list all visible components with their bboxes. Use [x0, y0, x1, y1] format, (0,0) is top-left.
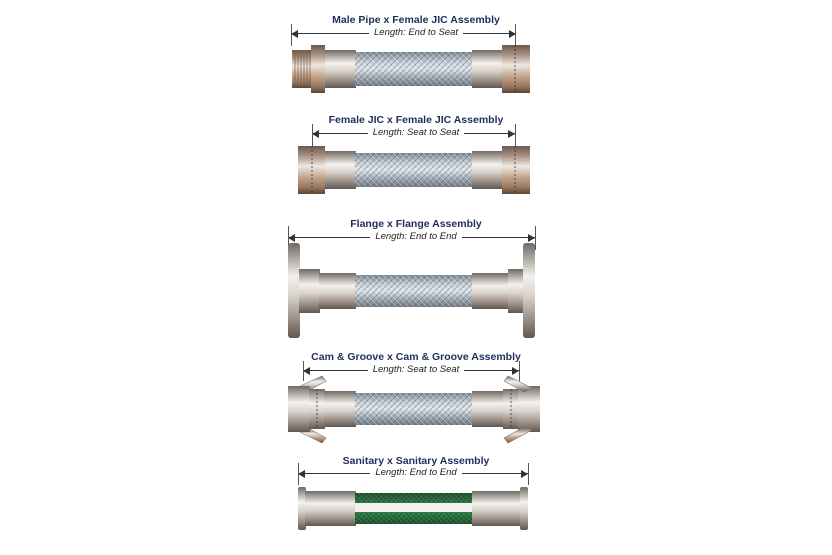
ferrule	[472, 50, 503, 88]
dimension-label: Length: Seat to Seat	[0, 364, 832, 375]
hose-male-pipe-female-jic	[292, 45, 530, 93]
assembly-cam-groove: Cam & Groove x Cam & Groove Assembly Len…	[0, 351, 832, 444]
ferrule	[325, 151, 356, 189]
extension-line	[288, 226, 289, 250]
assembly-title: Cam & Groove x Cam & Groove Assembly	[311, 351, 521, 363]
extension-line	[515, 24, 516, 46]
assembly-title: Male Pipe x Female JIC Assembly	[332, 14, 500, 26]
cam-lever	[503, 375, 533, 393]
assembly-flange-flange: Flange x Flange Assembly Length: End to …	[0, 218, 832, 338]
hose-cam-groove	[288, 375, 540, 444]
extension-line	[298, 463, 299, 485]
assembly-title: Flange x Flange Assembly	[350, 218, 482, 230]
ferrule	[472, 151, 503, 189]
extension-line	[515, 124, 516, 146]
hex-nut	[311, 45, 325, 93]
extension-line	[519, 361, 520, 381]
extension-line	[303, 361, 304, 381]
ferrule	[472, 491, 521, 526]
cam-lever	[503, 426, 533, 444]
flange-hub	[508, 269, 524, 313]
ferrule	[472, 273, 509, 309]
dimension-label: Length: End to End	[0, 467, 832, 478]
ferrule	[324, 391, 356, 427]
female-jic-nut	[502, 146, 530, 194]
flange-plate	[523, 243, 535, 338]
sanitary-ferrule-flange	[520, 487, 528, 530]
sanitary-ferrule-flange	[298, 487, 306, 530]
cam-coupler	[288, 386, 310, 432]
female-jic-nut	[298, 146, 325, 194]
flange-plate	[288, 243, 300, 338]
ferrule	[472, 391, 504, 427]
dimension-label: Length: End to Seat	[0, 27, 832, 38]
hose-flange-flange	[288, 243, 535, 338]
assembly-male-pipe-female-jic: Male Pipe x Female JIC Assembly Length: …	[0, 0, 832, 100]
cam-coupler	[518, 386, 540, 432]
ferrule	[325, 50, 356, 88]
extension-line	[535, 226, 536, 250]
extension-line	[528, 463, 529, 485]
extension-line	[312, 124, 313, 146]
hose-female-jic-female-jic	[298, 146, 530, 194]
assembly-title: Female JIC x Female JIC Assembly	[328, 114, 504, 126]
ferrule	[305, 491, 356, 526]
female-jic-nut	[502, 45, 530, 93]
white-liner-stripe	[355, 503, 473, 512]
dimension-label: Length: Seat to Seat	[0, 127, 832, 138]
dimension-label: Length: End to End	[0, 231, 832, 242]
ferrule	[319, 273, 356, 309]
extension-line	[291, 24, 292, 46]
assembly-title: Sanitary x Sanitary Assembly	[342, 455, 490, 467]
flange-hub	[299, 269, 320, 313]
assembly-female-jic-female-jic: Female JIC x Female JIC Assembly Length:…	[0, 0, 832, 200]
